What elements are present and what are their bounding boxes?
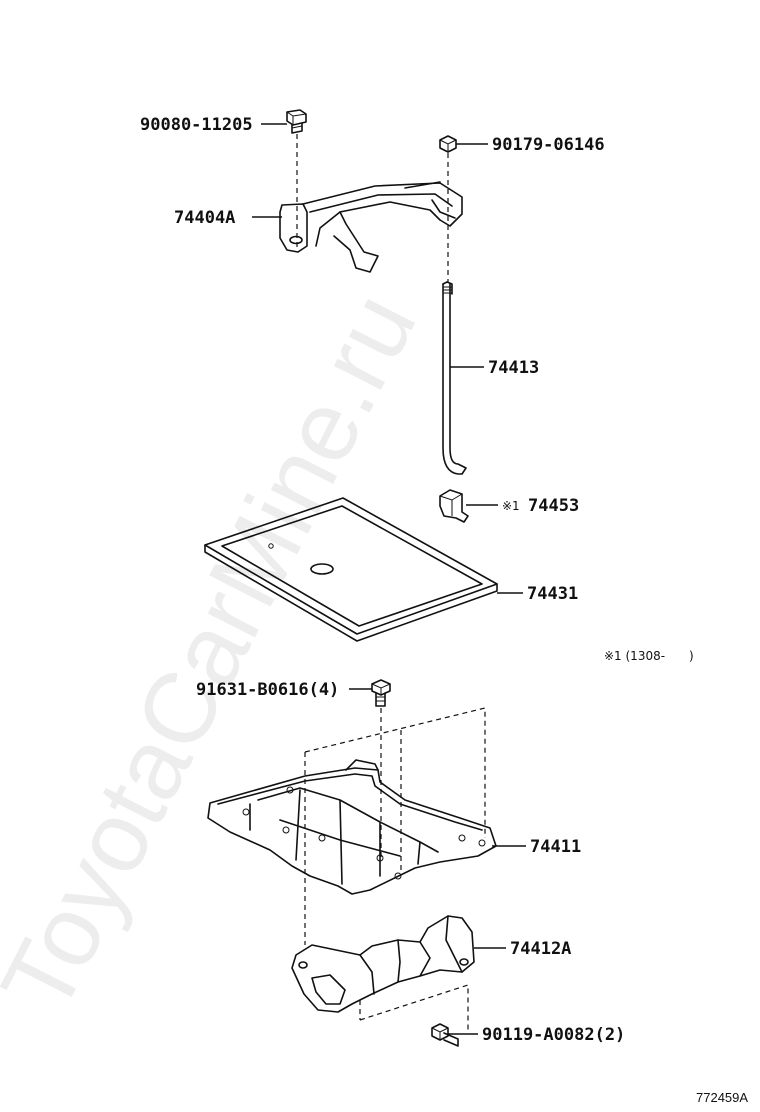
- callout-bracket: 74412A: [510, 939, 571, 959]
- battery-tray-part[interactable]: [204, 497, 498, 642]
- bolt-mid-part[interactable]: [371, 679, 391, 707]
- callout-clip: 74453: [528, 496, 579, 516]
- footnote-note: ※1 (1308- ): [604, 649, 694, 663]
- callout-tray: 74431: [527, 584, 578, 604]
- callout-nut-top: 90179-06146: [492, 135, 605, 155]
- callout-carrier: 74411: [530, 837, 581, 857]
- callout-bolt-mid: 91631-B0616(4): [196, 680, 339, 700]
- bolt-bottom-part[interactable]: [431, 1023, 459, 1047]
- callout-clamp: 74404A: [174, 208, 235, 228]
- battery-carrier-part[interactable]: [207, 759, 497, 895]
- callout-bolt-top: 90080-11205: [140, 115, 253, 135]
- clip-part[interactable]: [439, 489, 469, 523]
- callout-bolt-bottom: 90119-A0082(2): [482, 1025, 625, 1045]
- battery-hold-rod-part[interactable]: [442, 281, 467, 475]
- nut-top-part[interactable]: [439, 135, 457, 153]
- callout-clip-mark: ※1: [502, 499, 520, 513]
- watermark-text: ToyotaCarMine.ru: [0, 276, 438, 1030]
- figure-reference: 772459A: [696, 1090, 748, 1105]
- callout-rod: 74413: [488, 358, 539, 378]
- battery-clamp-part[interactable]: [279, 181, 463, 273]
- bolt-top-part[interactable]: [286, 109, 307, 134]
- carrier-bracket-part[interactable]: [291, 915, 475, 1013]
